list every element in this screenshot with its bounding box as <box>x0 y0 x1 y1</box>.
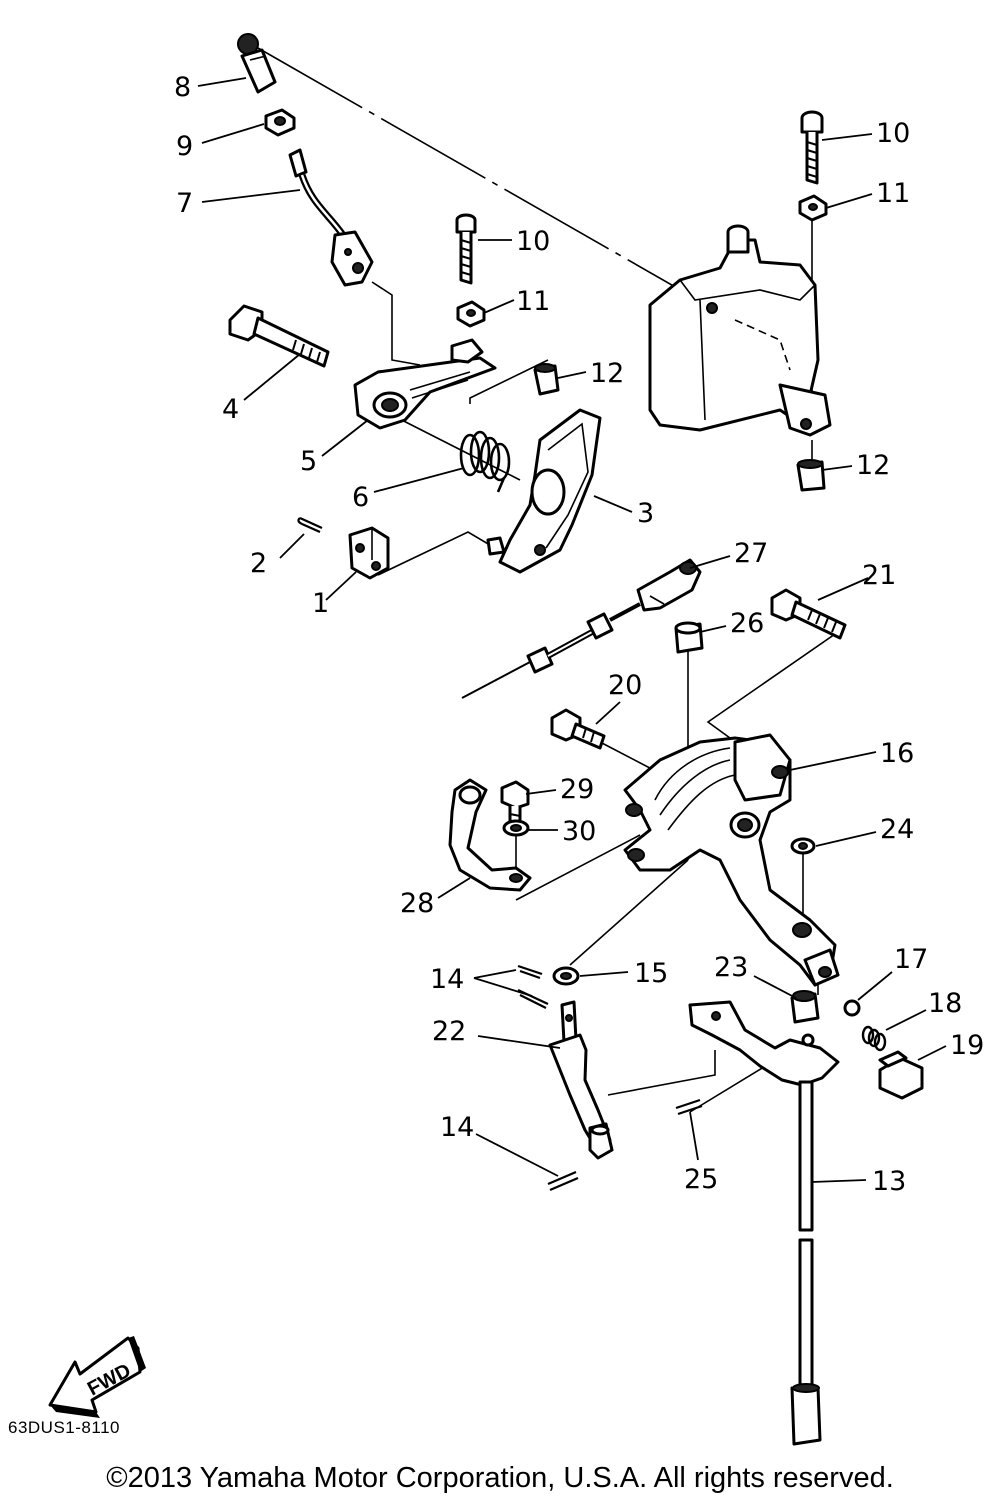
part-14-clip-lower <box>547 1170 579 1192</box>
callout-29: 29 <box>560 774 594 805</box>
callout-15: 15 <box>634 958 668 989</box>
callout-18: 18 <box>928 988 962 1019</box>
callout-25: 25 <box>684 1164 718 1195</box>
callout-3: 3 <box>637 498 654 529</box>
callout-23: 23 <box>714 952 748 983</box>
callout-12b: 12 <box>856 450 890 481</box>
callout-14b: 14 <box>440 1112 474 1143</box>
callout-20: 20 <box>608 670 642 701</box>
diagram-code: 63DUS1-8110 <box>8 1418 120 1437</box>
part-6-spring <box>459 430 511 493</box>
callout-28: 28 <box>400 888 434 919</box>
part-7-link-rod <box>288 148 374 287</box>
callout-30: 30 <box>562 816 596 847</box>
fwd-arrow-icon: FWD <box>48 1336 146 1418</box>
part-11-nut-left <box>456 300 486 328</box>
callout-11a: 11 <box>516 286 550 317</box>
part-26-collar <box>674 621 704 654</box>
part-22-shift-lever <box>548 1000 614 1160</box>
part-10-bolt-right <box>800 110 824 185</box>
part-28-clamp <box>448 778 532 892</box>
carburetor-housing <box>648 224 832 437</box>
callout-2: 2 <box>250 548 267 579</box>
part-24-washer <box>790 837 816 855</box>
callout-10b: 10 <box>876 118 910 149</box>
part-9-nut <box>264 108 296 137</box>
callout-27: 27 <box>734 538 768 569</box>
callout-8: 8 <box>174 72 191 103</box>
shift-cable <box>461 602 641 699</box>
part-20-bolt <box>550 708 606 750</box>
part-15-washer <box>552 966 580 986</box>
callout-10a: 10 <box>516 226 550 257</box>
part-10-bolt-left <box>455 213 477 285</box>
part-8-clip <box>237 33 277 94</box>
part-14-clips-upper <box>517 964 549 1009</box>
part-25-pin <box>675 1098 703 1116</box>
part-11-nut-right <box>798 194 828 222</box>
callout-26: 26 <box>730 608 764 639</box>
callout-7: 7 <box>176 188 193 219</box>
callout-11b: 11 <box>876 178 910 209</box>
part-30-washer <box>502 819 530 837</box>
part-3-cam-plate <box>486 408 602 574</box>
callout-12a: 12 <box>590 358 624 389</box>
part-17-ball <box>843 999 861 1017</box>
callout-24: 24 <box>880 814 914 845</box>
callout-labels: 1 2 3 4 5 6 7 8 9 10 10 11 11 12 12 13 1… <box>174 72 984 1197</box>
part-4-long-bolt <box>228 304 330 368</box>
part-1-holder <box>348 526 390 580</box>
part-21-bolt <box>770 588 847 640</box>
part-23-bushing <box>790 990 820 1024</box>
callout-14a: 14 <box>430 964 464 995</box>
callout-17: 17 <box>894 944 928 975</box>
callout-6: 6 <box>352 482 369 513</box>
part-12-grommet-left <box>533 363 560 396</box>
callout-21: 21 <box>862 560 896 591</box>
callout-19: 19 <box>950 1030 984 1061</box>
part-2-pin <box>297 516 323 534</box>
leader-lines <box>197 77 947 1183</box>
part-18-spring <box>861 1025 887 1052</box>
part-19-plug <box>878 1050 924 1100</box>
part-12-grommet-right <box>796 459 826 492</box>
part-16-shift-bracket <box>623 733 840 987</box>
callout-1: 1 <box>312 588 329 619</box>
callout-5: 5 <box>300 446 317 477</box>
connection-lines <box>257 47 839 1113</box>
part-5-cam-lever <box>353 338 497 430</box>
callout-9: 9 <box>176 131 193 162</box>
callout-4: 4 <box>222 394 239 425</box>
copyright-notice: ©2013 Yamaha Motor Corporation, U.S.A. A… <box>106 1462 894 1494</box>
part-13-shift-rod <box>688 1000 840 1446</box>
callout-22: 22 <box>432 1016 466 1047</box>
callout-13: 13 <box>872 1166 906 1197</box>
callout-16: 16 <box>880 738 914 769</box>
part-27-cable-joint <box>636 558 702 612</box>
